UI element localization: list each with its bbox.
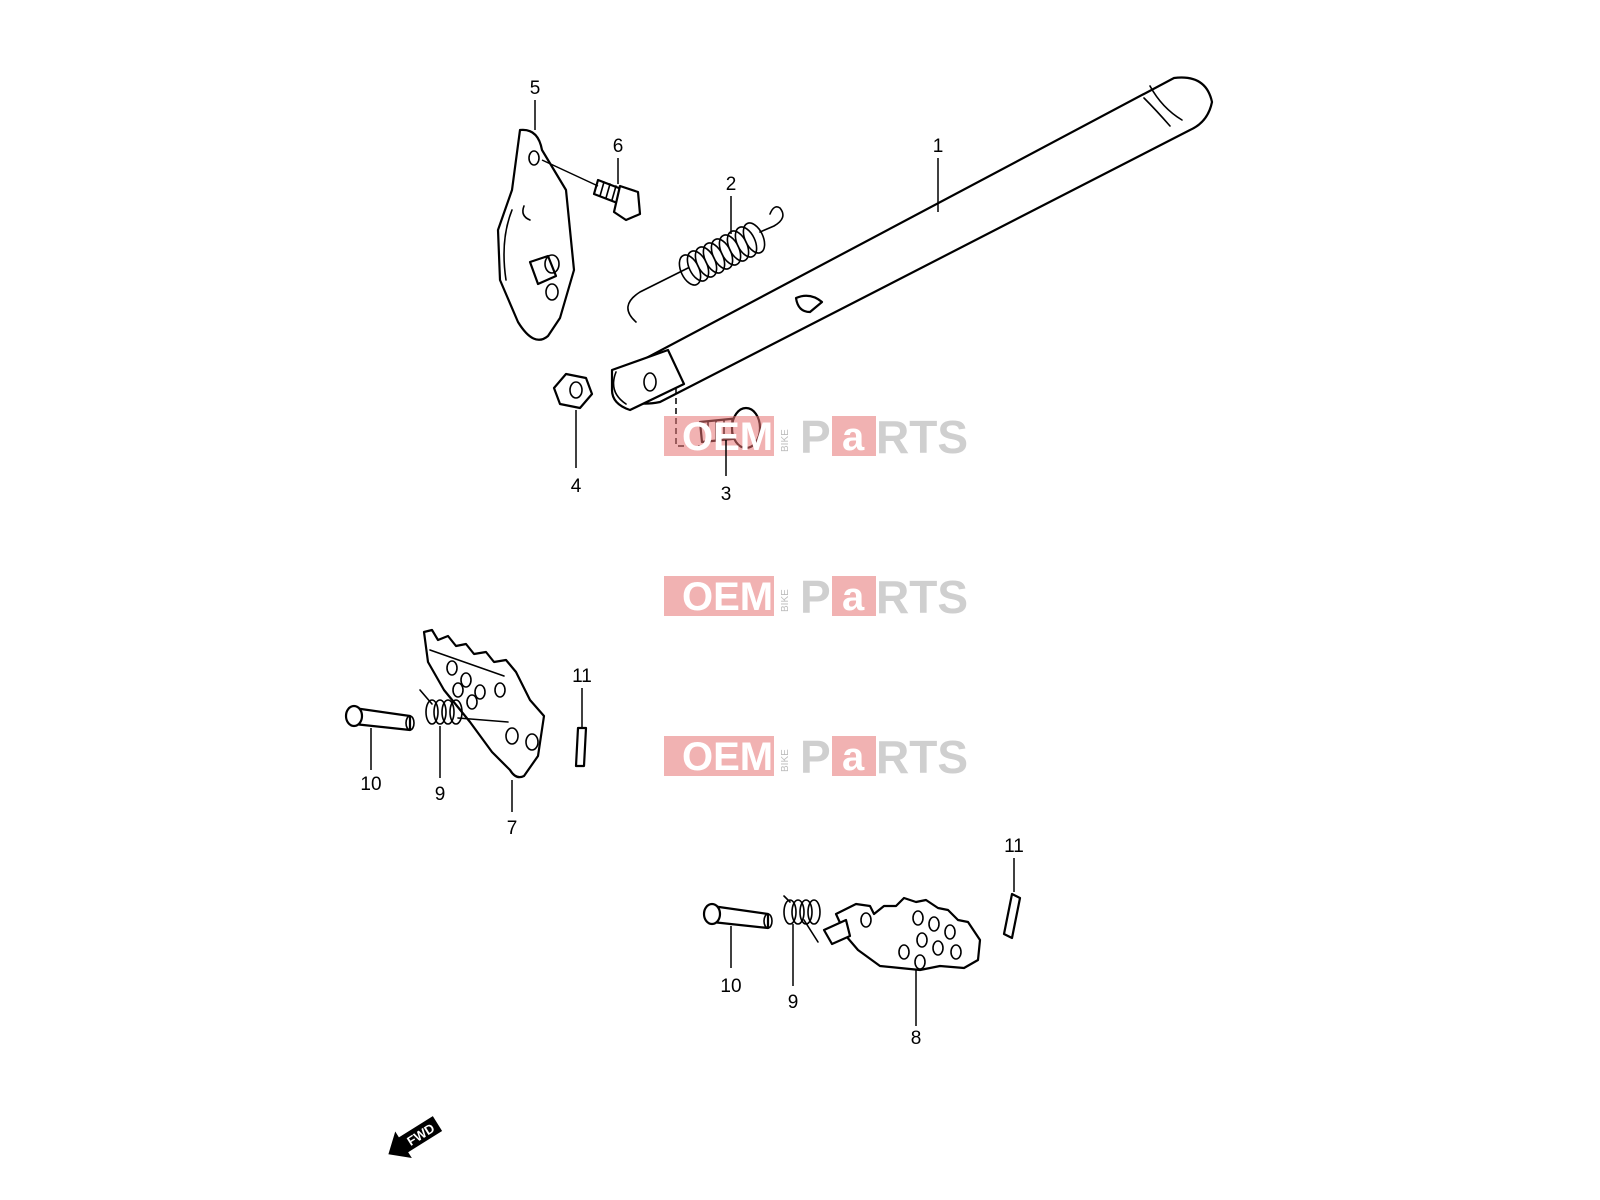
fwd-direction-arrow: FWD [388, 1116, 443, 1159]
cotter-pin-part-11-left [574, 726, 588, 768]
callout-10-right: 10 [720, 976, 741, 997]
spring-part-2 [627, 206, 784, 323]
callout-4: 4 [571, 476, 582, 497]
watermark-1: OEM BIKE P a RTS [664, 411, 968, 463]
svg-text:BIKE: BIKE [780, 749, 791, 772]
svg-text:OEM: OEM [682, 735, 773, 779]
nut-part-4 [552, 372, 594, 410]
footrest-part-7 [422, 628, 546, 779]
callout-10-left: 10 [360, 774, 381, 795]
callout-9-right: 9 [788, 992, 799, 1013]
return-spring-part-9-left [419, 689, 509, 725]
leader-lines [370, 100, 1015, 1026]
svg-text:BIKE: BIKE [780, 589, 791, 612]
svg-text:RTS: RTS [876, 571, 968, 623]
fwd-arrow-icon [388, 1116, 443, 1159]
callout-1: 1 [933, 136, 944, 157]
footrest-part-8 [822, 896, 982, 972]
svg-text:RTS: RTS [876, 731, 968, 783]
callout-2: 2 [726, 174, 737, 195]
svg-text:a: a [842, 415, 865, 459]
callout-5: 5 [530, 78, 541, 99]
callout-8: 8 [911, 1028, 922, 1049]
flange-bolt-part-6 [541, 159, 642, 222]
callout-6: 6 [613, 136, 624, 157]
svg-text:P: P [800, 731, 831, 783]
pin-part-10-right [702, 902, 773, 930]
svg-text:a: a [842, 575, 865, 619]
side-stand-part-1 [610, 76, 1214, 412]
watermark-3: OEM BIKE P a RTS [664, 731, 968, 783]
svg-text:OEM: OEM [682, 575, 773, 619]
watermark-2: OEM BIKE P a RTS [664, 571, 968, 623]
cotter-pin-part-11-right [1002, 892, 1022, 940]
callout-11-right: 11 [1004, 836, 1024, 857]
callout-9-left: 9 [435, 784, 446, 805]
svg-text:P: P [800, 571, 831, 623]
callout-7: 7 [507, 818, 518, 839]
svg-text:BIKE: BIKE [780, 429, 791, 452]
svg-text:OEM: OEM [682, 415, 773, 459]
svg-text:RTS: RTS [876, 411, 968, 463]
callout-3: 3 [721, 484, 732, 505]
pin-part-10-left [344, 704, 415, 732]
bracket-part-5 [496, 128, 576, 341]
svg-text:P: P [800, 411, 831, 463]
return-spring-part-9-right [783, 895, 821, 943]
callout-11-left: 11 [572, 666, 592, 687]
callout-labels: 1 2 3 4 5 6 7 8 9 9 10 10 11 11 [360, 78, 1023, 1049]
svg-text:a: a [842, 735, 865, 779]
